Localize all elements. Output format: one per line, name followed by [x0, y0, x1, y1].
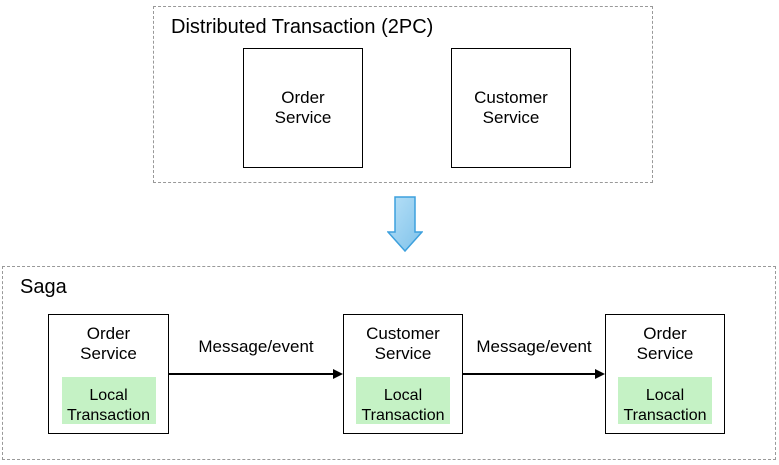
service-box-customer-saga: Customer Service Local Transaction	[343, 314, 463, 434]
saga-title: Saga	[20, 276, 67, 298]
saga-group: Saga	[2, 266, 776, 460]
service-box-order-saga-2: Order Service Local Transaction	[605, 314, 725, 434]
local-transaction-label: Local Transaction	[623, 387, 707, 424]
service-label: Order Service	[636, 324, 694, 363]
message-event-connector-line	[169, 373, 333, 375]
service-label: Order Service	[80, 324, 137, 363]
arrowhead-right-icon	[595, 369, 605, 379]
service-box-order-2pc: Order Service	[243, 48, 363, 168]
local-transaction-box: Local Transaction	[618, 377, 712, 424]
service-box-order-saga-1: Order Service Local Transaction	[48, 314, 169, 434]
local-transaction-box: Local Transaction	[356, 377, 450, 424]
distributed-transaction-title: Distributed Transaction (2PC)	[171, 16, 434, 38]
message-event-label: Message/event	[198, 337, 314, 356]
distributed-transaction-group: Distributed Transaction (2PC)	[153, 6, 653, 183]
arrowhead-right-icon	[333, 369, 343, 379]
local-transaction-label: Local Transaction	[67, 387, 150, 424]
local-transaction-box: Local Transaction	[61, 377, 156, 424]
service-box-customer-2pc: Customer Service	[451, 48, 571, 168]
local-transaction-label: Local Transaction	[361, 387, 445, 424]
message-event-label: Message/event	[476, 337, 592, 356]
down-arrow-icon	[387, 196, 423, 253]
message-event-connector-line	[463, 373, 595, 375]
service-label: Customer Service	[474, 88, 548, 127]
service-label: Customer Service	[366, 324, 440, 363]
service-label: Order Service	[274, 88, 332, 127]
